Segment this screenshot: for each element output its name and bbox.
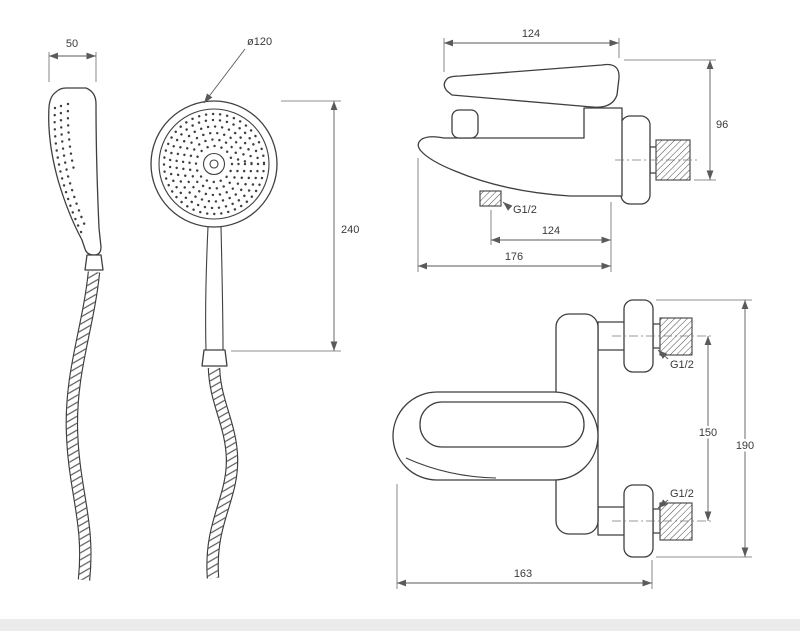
nozzle-ring-4 (181, 131, 247, 197)
shower-head-face-rim (158, 108, 270, 220)
leader-line (502, 201, 513, 211)
handset-front-hose-nut (201, 349, 228, 367)
shower-head-center-ring (202, 152, 226, 176)
leader-line (657, 349, 669, 360)
mixer-body-spout-side (417, 107, 623, 197)
dim-label-outlet-to-wall: 124 (542, 225, 560, 237)
hand-shower-hose-left-texture (66, 271, 99, 581)
diverter-knob-side (451, 109, 479, 139)
dim-label-spout-reach: 176 (505, 251, 523, 263)
spout-lip-front (405, 457, 497, 479)
handset-handle-left-edge (205, 226, 209, 351)
dimension-body-height: 96 (624, 59, 728, 181)
hand-shower-side-view (48, 87, 104, 581)
hand-shower-front-view (150, 100, 278, 579)
dimension-connection-centers: 150 (696, 336, 720, 521)
handset-side-outline (48, 87, 102, 256)
mixer-side-view (417, 63, 698, 207)
dim-label-head-width: 50 (66, 38, 78, 50)
mixer-lever-side (443, 63, 620, 108)
handset-face-nozzles-row2 (59, 104, 88, 230)
hand-shower-hose-right-texture (207, 367, 238, 579)
nozzle-ring-1 (162, 112, 266, 216)
leader-line (657, 499, 669, 509)
dimension-overall-height: 190 (656, 299, 757, 558)
dim-label-overall-height: 190 (736, 440, 754, 452)
nozzle-ring-3 (175, 125, 253, 203)
handset-face-nozzles-row3 (66, 102, 76, 172)
nozzle-ring-2 (168, 118, 260, 210)
shower-head-center-cap (209, 159, 219, 169)
dimension-shower-outlet-thread: G1/2 (502, 201, 537, 216)
handset-handle-right-edge (220, 226, 224, 351)
dim-label-handle-length: 124 (522, 28, 540, 40)
dim-label-top-connection-thread: G1/2 (670, 359, 694, 371)
dim-label-shower-outlet-thread: G1/2 (513, 204, 537, 216)
shower-outlet-thread-side (479, 190, 502, 207)
handset-face-nozzles-row1 (53, 106, 85, 238)
dim-label-body-width: 163 (514, 568, 532, 580)
dimension-bottom-connection-thread: G1/2 (657, 488, 694, 509)
mixer-lever-front (419, 401, 585, 448)
top-pipe-thread (659, 317, 693, 356)
dimension-outlet-to-wall: 124 (490, 202, 612, 272)
dim-label-head-diameter: ø120 (247, 36, 272, 48)
bottom-pipe-thread (659, 502, 693, 541)
dimension-spout-reach: 176 (417, 158, 611, 272)
dimension-handset-length: 240 (231, 100, 359, 352)
dim-label-handset-length: 240 (341, 224, 359, 236)
dim-label-body-height: 96 (716, 119, 728, 131)
dimension-head-diameter: ø120 (203, 36, 272, 104)
dim-label-connection-centers: 150 (699, 427, 717, 439)
page-bottom-strip (0, 619, 800, 631)
dim-label-bottom-connection-thread: G1/2 (670, 488, 694, 500)
leader-line (203, 48, 246, 104)
dimension-top-connection-thread: G1/2 (657, 349, 694, 371)
dimension-handle-length: 124 (443, 28, 620, 72)
mixer-front-view (392, 299, 714, 558)
dimension-body-width: 163 (396, 484, 653, 589)
dimension-head-width: 50 (48, 38, 97, 82)
handset-side-hose-nut (84, 254, 104, 271)
nozzle-ring-5 (188, 138, 240, 190)
nozzle-ring-6 (194, 144, 234, 184)
